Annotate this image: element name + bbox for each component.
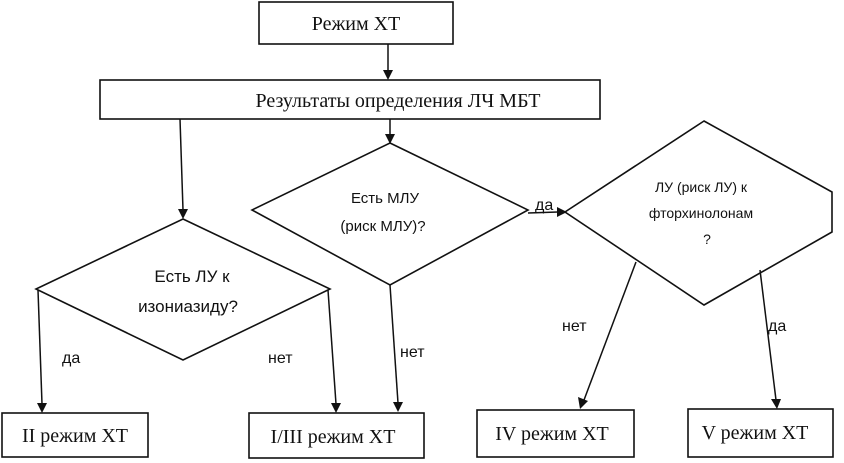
start-node: Режим ХТ	[258, 1, 454, 45]
regimen-2-node: II режим ХТ	[1, 412, 149, 458]
regimen-4-label: IV режим ХТ	[495, 423, 608, 445]
decision-fq-line2: фторхинолонам	[649, 205, 753, 221]
regimen-5-label: V режим ХТ	[702, 422, 809, 444]
edge-results-to-mdr-arrowhead	[385, 134, 395, 144]
edge-label-fq-no: нет	[562, 318, 587, 335]
regimen-4-node: IV режим ХТ	[476, 409, 635, 458]
decision-mdr: Есть МЛУ (риск МЛУ)?	[250, 142, 530, 286]
edge-fq-to-regimen4	[583, 261, 637, 401]
regimen-5-node: V режим ХТ	[687, 408, 834, 458]
edge-start-to-results-arrowhead	[383, 70, 393, 80]
edge-isoniazid-to-regimen2-arrowhead	[37, 403, 47, 413]
edge-fq-to-regimen5	[759, 269, 777, 401]
edge-fq-to-regimen5-arrowhead	[771, 399, 781, 409]
results-node-label: Результаты определения ЛЧ МБТ	[255, 90, 540, 112]
regimen-2-label: II режим ХТ	[22, 425, 128, 447]
decision-isoniazid-line1: Есть ЛУ к	[154, 267, 230, 286]
decision-mdr-line1: Есть МЛУ	[351, 190, 420, 207]
edge-label-fq-yes: да	[768, 318, 786, 335]
edge-mdr-to-fq-arrowhead	[557, 207, 567, 217]
edge-isoniazid-to-regimen13-arrowhead	[331, 403, 341, 413]
edge-results-to-isoniazid-arrowhead	[178, 209, 188, 219]
decision-isoniazid: Есть ЛУ к изониазиду?	[34, 218, 332, 361]
edge-isoniazid-to-regimen2	[37, 289, 43, 405]
decision-fq-line3: ?	[703, 231, 711, 247]
edge-fq-to-regimen4-arrowhead	[578, 397, 588, 409]
edge-mdr-to-fq	[527, 211, 559, 214]
decision-fluoroquinolones: ЛУ (риск ЛУ) к фторхинолонам ?	[563, 120, 833, 306]
edge-isoniazid-to-regimen13	[327, 289, 337, 405]
edge-label-inh-yes: да	[62, 350, 80, 367]
regimen-1-3-label: I/III режим ХТ	[271, 426, 396, 448]
edge-mdr-to-regimen13	[389, 284, 399, 404]
results-node: Результаты определения ЛЧ МБТ	[99, 79, 601, 120]
decision-fq-line1: ЛУ (риск ЛУ) к	[655, 179, 748, 195]
edge-label-mdr-no: нет	[400, 344, 425, 361]
decision-mdr-line2: (риск МЛУ)?	[340, 218, 425, 235]
regimen-1-3-node: I/III режим ХТ	[248, 412, 425, 459]
edge-label-inh-no: нет	[268, 350, 293, 367]
start-node-label: Режим ХТ	[312, 13, 401, 35]
edge-results-to-isoniazid	[179, 118, 184, 211]
edge-label-mdr-yes: да	[535, 197, 553, 214]
edge-mdr-to-regimen13-arrowhead	[393, 402, 403, 412]
decision-isoniazid-line2: изониазиду?	[138, 297, 238, 316]
